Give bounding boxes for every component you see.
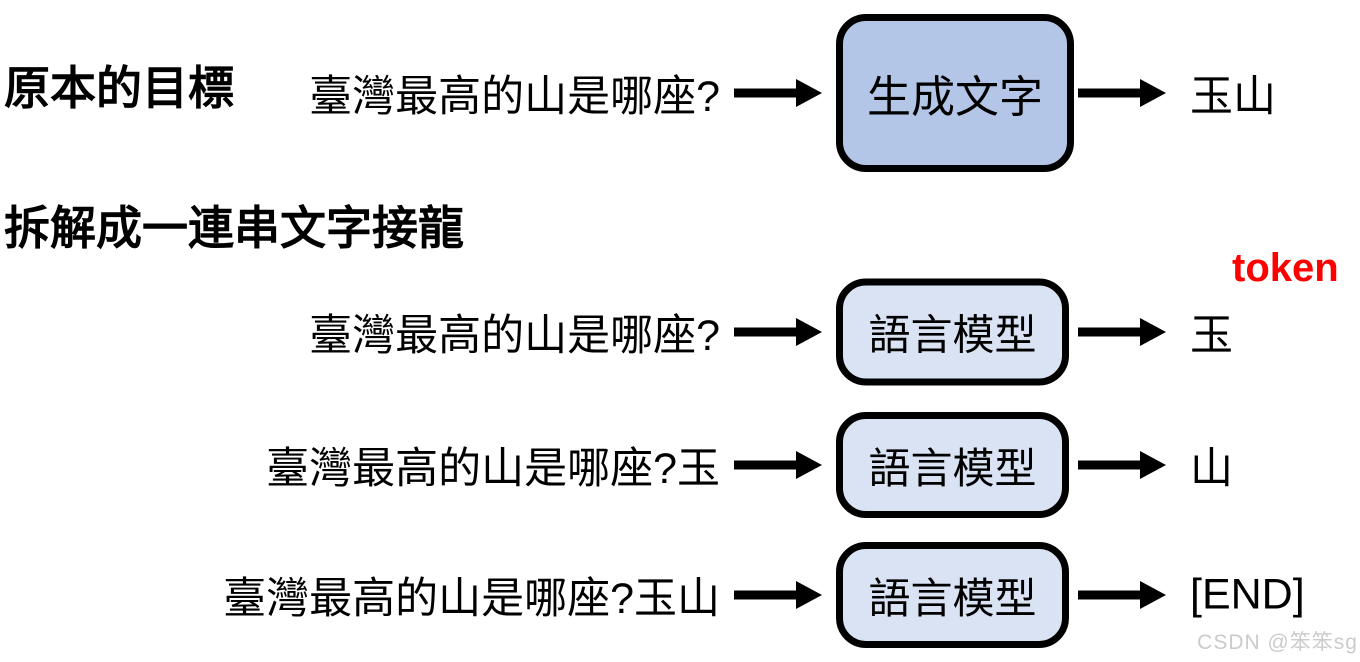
model-box-label: 語言模型 [868, 444, 1037, 492]
output-text: [END] [1190, 570, 1305, 619]
arrow-right-icon [1078, 79, 1166, 107]
model-box: 語言模型 [836, 412, 1069, 518]
model-box: 生成文字 [836, 14, 1074, 172]
heading-original-goal: 原本的目標 [4, 62, 234, 114]
model-box-label: 語言模型 [868, 311, 1037, 358]
arrow-right-icon [1078, 581, 1166, 609]
flow-row-step-3: 臺灣最高的山是哪座?玉山 語言模型 [END] [0, 542, 1360, 648]
flow-row-step-1: 臺灣最高的山是哪座? 語言模型 玉 [0, 278, 1360, 385]
input-text: 臺灣最高的山是哪座? [309, 311, 720, 360]
arrow-right-icon [734, 317, 822, 346]
arrow-right-icon [734, 79, 822, 107]
output-text: 玉 [1190, 311, 1233, 360]
arrow-right-icon [734, 451, 822, 479]
model-box-label: 語言模型 [868, 574, 1037, 622]
output-text: 山 [1190, 445, 1233, 493]
flow-row-step-2: 臺灣最高的山是哪座?玉 語言模型 山 [0, 412, 1360, 518]
arrow-right-icon [734, 581, 822, 609]
model-box-label: 生成文字 [867, 73, 1043, 122]
arrow-right-icon [1078, 317, 1166, 346]
input-text: 臺灣最高的山是哪座?玉 [266, 445, 720, 493]
flow-row-original: 臺灣最高的山是哪座? 生成文字 玉山 [0, 14, 1360, 172]
output-text: 玉山 [1190, 73, 1276, 121]
input-text: 臺灣最高的山是哪座?玉山 [223, 575, 720, 623]
input-text: 臺灣最高的山是哪座? [309, 73, 720, 121]
token-annotation: token [1232, 246, 1339, 290]
model-box: 語言模型 [836, 278, 1069, 385]
csdn-watermark: CSDN @笨笨sg [1197, 631, 1358, 654]
arrow-right-icon [1078, 451, 1166, 479]
model-box: 語言模型 [836, 542, 1069, 648]
heading-decompose: 拆解成一連串文字接龍 [4, 202, 464, 254]
